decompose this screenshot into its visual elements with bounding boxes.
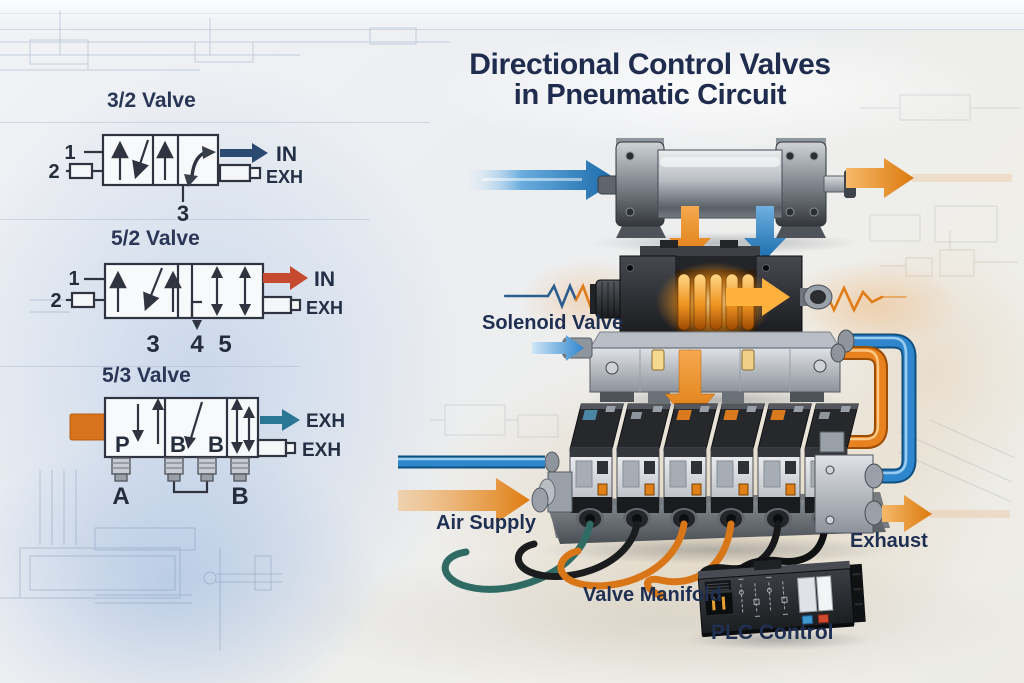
port-5-label: 5 xyxy=(218,331,231,358)
valve-53-bottom-fittings xyxy=(111,457,250,482)
flow-arrow-highlight xyxy=(482,178,582,181)
cylinder-bolts xyxy=(625,151,819,217)
slice-tab-blue xyxy=(582,410,598,420)
in-arrow-red-icon xyxy=(263,266,308,290)
port-a-label: A xyxy=(112,483,129,510)
plc-symbol-grid xyxy=(738,576,789,617)
pneumatic-cylinder xyxy=(597,138,856,238)
sketch-right-gray xyxy=(430,94,1020,503)
in-label: IN xyxy=(276,143,297,166)
port-b-label: B xyxy=(231,483,248,510)
pipe-orange-return xyxy=(836,346,888,449)
letter-b1-label: B xyxy=(170,432,186,457)
title-line-1: Directional Control Valves xyxy=(469,48,831,81)
plc-panel-2 xyxy=(815,575,834,612)
elbow-arrowhead-top xyxy=(202,146,216,159)
valve-52-arrowheads xyxy=(192,266,251,330)
valve-32-body xyxy=(66,133,262,202)
port-4-label: 4 xyxy=(190,331,204,358)
plc-control-label: PLC Control xyxy=(711,621,834,644)
sketch-right-warm xyxy=(880,230,1018,277)
sketch-topleft xyxy=(0,10,450,71)
exhaust-tail xyxy=(930,510,1010,518)
port-1-label: 1 xyxy=(64,142,75,164)
elbow-arrowhead-bottom xyxy=(184,174,198,187)
valve-manifold-label: Valve Manifold xyxy=(583,584,722,606)
air-supply-arrow-icon xyxy=(398,478,530,523)
valve-53-title: 5/3 Valve xyxy=(102,364,191,387)
exhaust-label: Exhaust xyxy=(850,530,928,552)
port-3-label: 3 xyxy=(177,201,189,223)
exhaust-block xyxy=(814,431,884,534)
valve-32-title: 3/2 Valve xyxy=(107,89,196,112)
valve-52-body xyxy=(66,262,302,320)
inlet-nut xyxy=(531,487,549,513)
exh-arrow-teal-icon xyxy=(260,409,300,431)
port-2-label: 2 xyxy=(50,290,61,312)
indicator-light-1 xyxy=(651,349,665,371)
orange-tail xyxy=(912,174,1012,182)
cylinder-foot-left xyxy=(616,226,666,238)
flow-arrow-orange-out-icon xyxy=(846,158,914,198)
air-pipe-blue xyxy=(398,455,545,469)
plc-button-red xyxy=(817,613,830,624)
manifold-top-band xyxy=(569,403,859,451)
letter-p-label: P xyxy=(115,432,130,457)
exh2-label: EXH xyxy=(302,440,341,461)
port-3-label: 3 xyxy=(146,331,159,358)
valve-53-arrowheads xyxy=(132,398,255,454)
exh-label: EXH xyxy=(306,298,343,318)
plc-controller xyxy=(697,559,866,638)
port-1-label: 1 xyxy=(68,268,79,290)
base-inlet-arrow-blue-icon xyxy=(532,335,584,361)
solenoid-valve-label: Solenoid Valve xyxy=(482,312,624,334)
coil-arrow-orange-icon xyxy=(726,278,790,316)
sketch-bottomleft-cylinder xyxy=(0,299,282,650)
cylinder-foot-right xyxy=(776,226,826,238)
exh1-label: EXH xyxy=(306,411,345,432)
valve-53-schematic: P B B EXH EXH A B xyxy=(69,396,345,510)
valve-52-schematic: 1 2 3 4 5 IN EXH xyxy=(50,262,343,358)
page-title: Directional Control Valves in Pneumatic … xyxy=(420,48,880,111)
title-line-2: in Pneumatic Circuit xyxy=(513,78,787,111)
in-arrow-icon xyxy=(220,143,268,163)
in-label: IN xyxy=(314,268,335,291)
letter-b2-label: B xyxy=(208,432,224,457)
indicator-light-2 xyxy=(741,349,755,371)
exhaust-arrow-icon xyxy=(882,495,932,532)
solenoid-valve xyxy=(561,240,841,403)
exh-label: EXH xyxy=(266,167,303,187)
port-2-label: 2 xyxy=(48,161,59,183)
valve-32-schematic: 1 2 3 IN EXH xyxy=(48,133,303,223)
plc-panel-1 xyxy=(797,576,818,613)
valve-52-title: 5/2 Valve xyxy=(111,227,200,250)
plc-button-blue xyxy=(801,614,814,625)
pipe-blue-return xyxy=(846,333,917,484)
air-supply-label: Air Supply xyxy=(436,512,537,534)
pipe-nut-2 xyxy=(830,343,846,363)
